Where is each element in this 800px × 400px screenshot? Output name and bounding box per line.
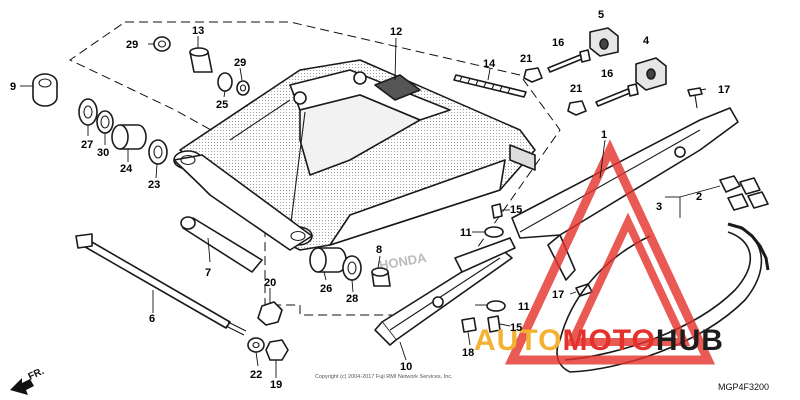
callout-29-left: 29 xyxy=(126,39,138,51)
callout-30: 30 xyxy=(97,147,109,159)
watermark-text-hub: HUB xyxy=(656,324,724,357)
callout-3: 3 xyxy=(656,201,662,213)
diagram-code: MGP4F3200 xyxy=(718,382,769,392)
chain-slider xyxy=(374,237,516,346)
front-arrow-label: FR. xyxy=(27,366,46,383)
callout-11-bottom: 11 xyxy=(518,301,530,313)
callout-5: 5 xyxy=(598,9,604,21)
pivot-hardware-left xyxy=(32,36,250,165)
callout-17-top: 17 xyxy=(718,84,730,96)
chain-case xyxy=(511,107,739,281)
top-hardware xyxy=(453,27,769,333)
callout-labels: 1 2 3 4 5 6 7 8 9 10 11 11 12 13 14 15 1… xyxy=(10,9,730,391)
watermark-triangle-outer xyxy=(504,139,716,365)
callout-9: 9 xyxy=(10,81,16,93)
watermark-text-moto: MOTO xyxy=(562,324,655,357)
swingarm: HONDA xyxy=(173,59,536,273)
leader-lines xyxy=(20,36,721,378)
callout-1: 1 xyxy=(601,129,607,141)
callout-17-bottom: 17 xyxy=(552,289,564,301)
pivot-bolt-assembly xyxy=(75,216,391,361)
callout-11-top: 11 xyxy=(460,227,472,239)
callout-15-bottom: 15 xyxy=(510,322,522,334)
callout-2: 2 xyxy=(696,191,702,203)
callout-27: 27 xyxy=(81,139,93,151)
copyright-text: Copyright (c) 2004-2017 Fuji RMI Network… xyxy=(315,374,453,380)
callout-21-bottom: 21 xyxy=(570,83,582,95)
callout-4: 4 xyxy=(643,35,650,47)
watermark-text-auto: AUTO xyxy=(474,324,562,357)
callout-24: 24 xyxy=(120,163,133,175)
callout-15-top: 15 xyxy=(510,204,522,216)
callout-26: 26 xyxy=(320,283,332,295)
callout-16-bottom: 16 xyxy=(601,68,613,80)
callout-28: 28 xyxy=(346,293,358,305)
callout-23: 23 xyxy=(148,179,160,191)
watermark-logo: AUTOMOTOHUB xyxy=(474,139,724,365)
callout-22: 22 xyxy=(250,369,262,381)
svg-text:AUTOMOTOHUB: AUTOMOTOHUB xyxy=(474,324,724,357)
callout-19: 19 xyxy=(270,379,282,391)
callout-14: 14 xyxy=(483,58,496,70)
callout-6: 6 xyxy=(149,313,155,325)
watermark-triangle-inner xyxy=(565,212,691,346)
callout-13: 13 xyxy=(192,25,204,37)
callout-7: 7 xyxy=(205,267,211,279)
callout-18: 18 xyxy=(462,347,474,359)
callout-29-right: 29 xyxy=(234,57,246,69)
callout-16-top: 16 xyxy=(552,37,564,49)
callout-20: 20 xyxy=(264,277,276,289)
callout-12: 12 xyxy=(390,26,402,38)
callout-25: 25 xyxy=(216,99,228,111)
drive-chain xyxy=(556,222,770,373)
callout-8: 8 xyxy=(376,244,382,256)
callout-21-top: 21 xyxy=(520,53,532,65)
front-direction-arrow: FR. xyxy=(10,366,46,395)
assembly-boundary xyxy=(69,21,561,316)
callout-10: 10 xyxy=(400,361,412,373)
